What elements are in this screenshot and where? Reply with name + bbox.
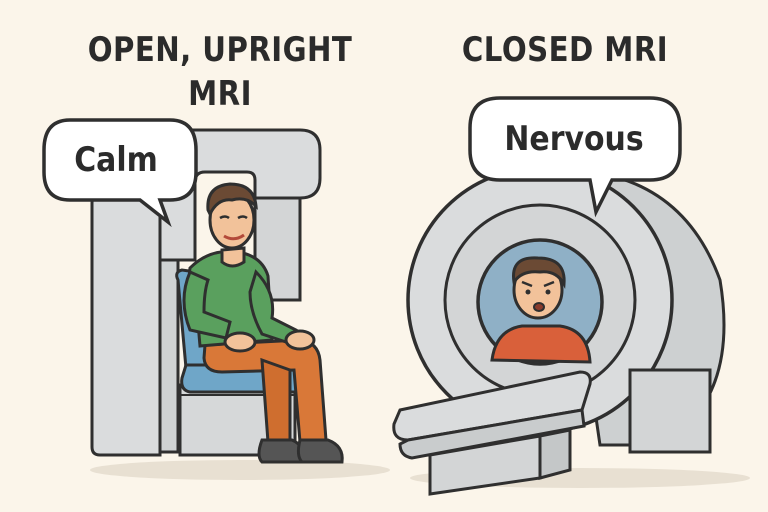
- speech-bubble-nervous: [468, 96, 682, 218]
- closed-mri-title: CLOSED MRI: [423, 28, 707, 72]
- open-upright-mri-title: OPEN, UPRIGHT MRI: [65, 28, 375, 116]
- nervous-person: [490, 256, 592, 364]
- speech-text-nervous: Nervous: [504, 119, 644, 159]
- title-line-1: OPEN, UPRIGHT: [87, 30, 353, 70]
- patient-table: [392, 370, 592, 496]
- title-line: CLOSED MRI: [461, 30, 669, 70]
- speech-bubble-calm: [42, 118, 198, 228]
- calm-person: [182, 182, 344, 464]
- speech-text-calm: Calm: [74, 140, 158, 180]
- title-line-2: MRI: [188, 74, 252, 114]
